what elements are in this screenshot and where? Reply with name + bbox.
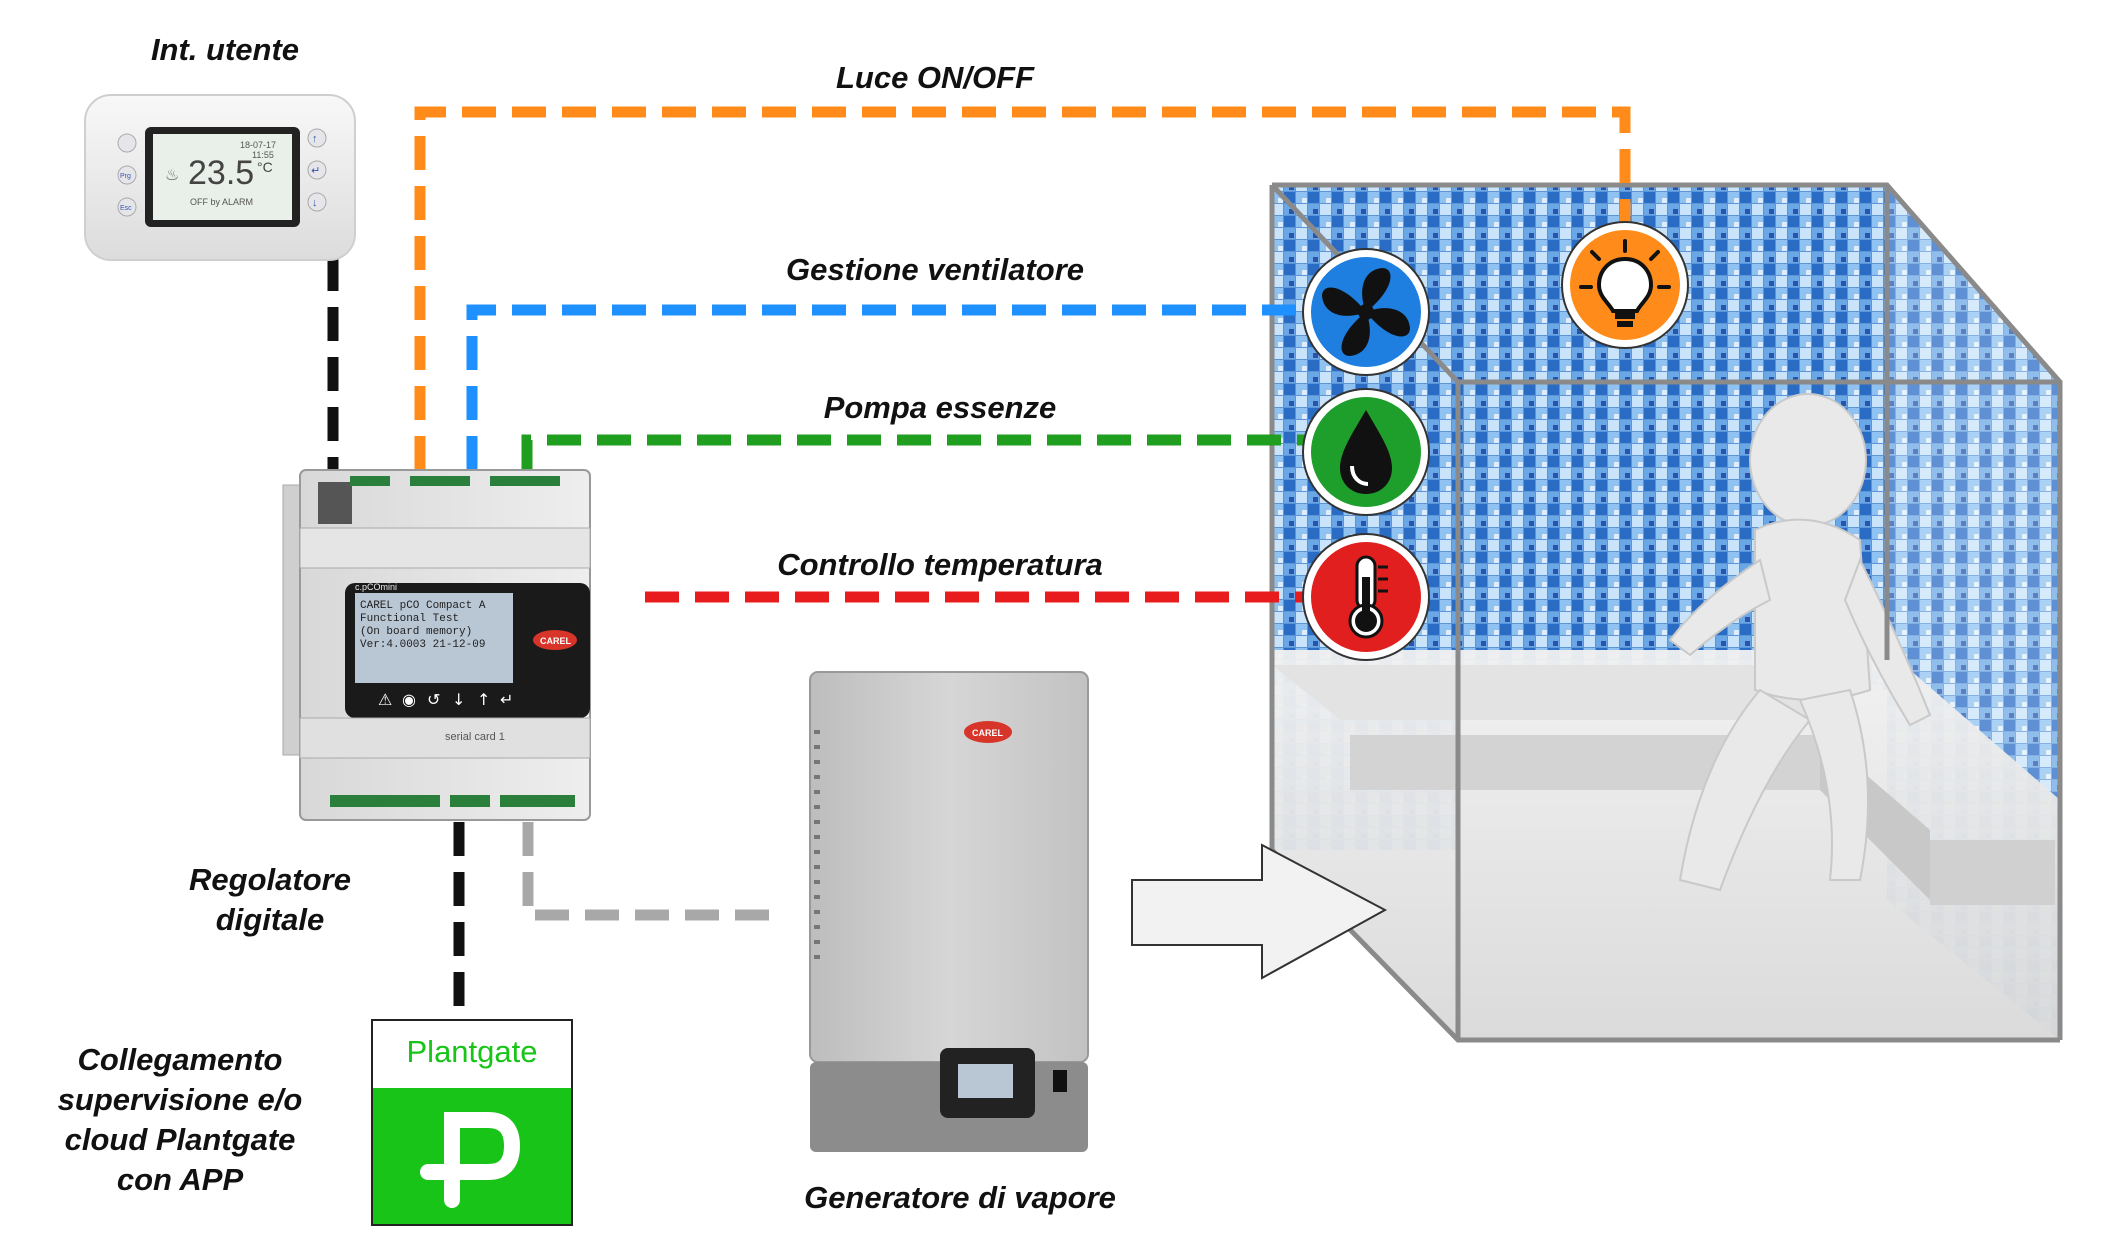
terminal-time: 11:55 <box>252 150 274 160</box>
svg-text:CAREL: CAREL <box>972 728 1004 738</box>
power-switch[interactable] <box>1053 1070 1067 1092</box>
bench-back <box>1272 665 1840 720</box>
flame-icon: ♨ <box>165 167 179 184</box>
esc-button[interactable] <box>117 197 137 217</box>
bench-step <box>1930 840 2055 905</box>
vent-slots <box>814 730 820 959</box>
terminal-date: 18-07-17 <box>240 140 276 150</box>
label-pump: Pompa essenze <box>823 390 1057 425</box>
label-cloud-line-4: con APP <box>116 1162 244 1197</box>
pump-line <box>521 434 1320 470</box>
connection-lines <box>327 106 1631 1015</box>
svg-text:CAREL: CAREL <box>540 636 572 646</box>
steam-control-line <box>522 822 775 921</box>
controller-display-line-2: Functional Test <box>360 613 459 625</box>
enter-icon: ↵ <box>311 165 320 177</box>
terminal-temperature: 23.5 <box>188 154 254 192</box>
drop-icon <box>1302 388 1430 516</box>
user-terminal: 23.5 °C 18-07-17 11:55 OFF by ALARM ♨ Pr… <box>84 94 356 261</box>
label-cloud-line-1: Collegamento <box>77 1042 283 1077</box>
digital-controller: CAREL pCO Compact A Functional Test (On … <box>282 469 591 821</box>
controller-keypad: ⚠ ◉ ↺ ↓ ↑ ↵ <box>378 690 513 709</box>
controller-display-line-3: (On board memory) <box>360 626 472 638</box>
label-fan: Gestione ventilatore <box>785 252 1085 287</box>
alarm-button[interactable] <box>117 133 137 153</box>
up-key[interactable]: ↑ <box>477 690 490 709</box>
prg-key[interactable]: ◉ <box>402 690 416 709</box>
steam-generator: CAREL <box>809 671 1089 1152</box>
label-user-interface: Int. utente <box>150 32 300 67</box>
fan-icon <box>1302 248 1430 376</box>
down-key[interactable]: ↓ <box>452 690 465 709</box>
plantgate-name: Plantgate <box>407 1034 538 1069</box>
plantgate-p-icon <box>420 1112 521 1208</box>
esc-key[interactable]: ↺ <box>427 690 440 709</box>
alarm-key[interactable]: ⚠ <box>378 690 392 709</box>
terminal-status: OFF by ALARM <box>190 197 253 207</box>
top-connectors <box>350 476 560 486</box>
terminal-unit: °C <box>257 159 273 175</box>
up-button[interactable] <box>307 128 327 148</box>
svg-text:Esc: Esc <box>120 205 132 212</box>
bottom-connectors <box>330 795 575 807</box>
label-controller-line-1: Regolatore <box>189 862 351 897</box>
label-cloud: Collegamento supervisione e/o cloud Plan… <box>20 1040 340 1200</box>
down-arrow-icon: ↓ <box>312 197 318 209</box>
fan-line <box>466 304 1320 470</box>
controller-display-line-1: CAREL pCO Compact A <box>360 600 486 612</box>
carel-logo <box>533 630 577 650</box>
label-temperature: Controllo temperatura <box>777 547 1103 582</box>
terminal-right-buttons: ↑ ↵ ↓ <box>307 128 327 212</box>
down-button[interactable] <box>307 192 327 212</box>
svg-text:Prg: Prg <box>120 173 131 180</box>
glass-frame <box>1269 182 2063 1043</box>
label-light: Luce ON/OFF <box>835 60 1035 95</box>
enter-button[interactable] <box>307 160 327 180</box>
light-bulb-icon <box>1561 221 1689 349</box>
enter-key[interactable]: ↵ <box>500 690 513 709</box>
steam-carel-logo <box>964 721 1012 743</box>
thermometer-icon <box>1302 533 1430 661</box>
light-line <box>414 106 1631 470</box>
up-arrow-icon: ↑ <box>312 133 318 145</box>
serial-card-label: serial card 1 <box>445 731 505 743</box>
label-cloud-line-2: supervisione e/o <box>57 1082 303 1117</box>
controller-display-line-4: Ver:4.0003 21-12-09 <box>360 639 485 651</box>
label-controller-line-2: digitale <box>215 902 325 937</box>
label-controller: Regolatore digitale <box>140 860 400 940</box>
label-steam-generator: Generatore di vapore <box>804 1180 1116 1215</box>
controller-model: c.pCOmini <box>355 582 397 592</box>
plantgate-logo: Plantgate <box>371 1019 573 1226</box>
terminal-left-buttons: Prg Esc <box>117 133 137 217</box>
steam-output-arrow <box>1131 843 1388 980</box>
prg-button[interactable] <box>117 165 137 185</box>
label-cloud-line-3: cloud Plantgate <box>64 1122 296 1157</box>
